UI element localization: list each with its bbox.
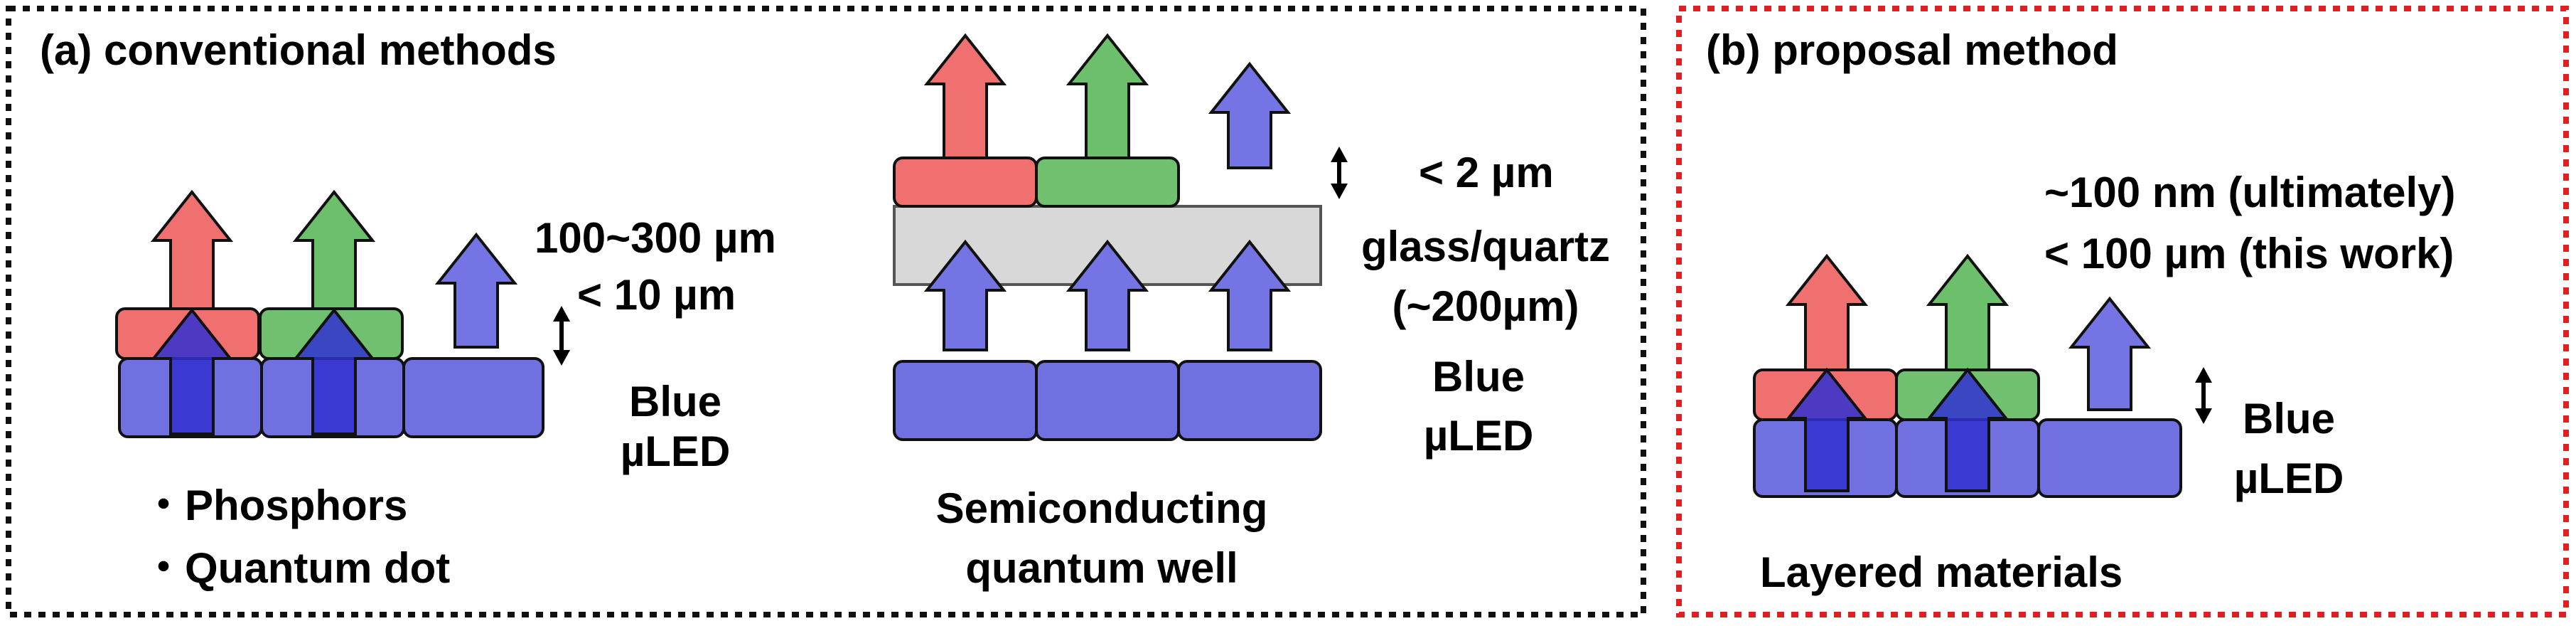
- qw-green-emission-arrow: [1066, 33, 1149, 159]
- glass-thickness-label: (~200µm): [1392, 282, 1579, 330]
- thickness-label-ultimate: ~100 nm (ultimately): [2044, 169, 2456, 216]
- b-blue-excitation-arrow-1: [1785, 367, 1869, 492]
- blue-label-qw: Blue: [1432, 353, 1525, 400]
- b-thickness-arrow-head-down: [2195, 408, 2212, 424]
- panel-b-title: (b) proposal method: [1706, 26, 2118, 74]
- qw-gap-label: < 2 µm: [1419, 149, 1554, 196]
- uled-label-a: µLED: [620, 428, 731, 475]
- thickness-label-bottom: < 10 µm: [577, 271, 736, 319]
- qw-green-layer: [1035, 156, 1180, 208]
- blue-label-b: Blue: [2242, 395, 2336, 442]
- qw-caption-1: Semiconducting: [935, 484, 1268, 532]
- qw-led-pixel-2: [1035, 360, 1180, 441]
- blue-label-a: Blue: [628, 378, 722, 425]
- panel-b-border: [1676, 6, 2569, 617]
- qw-excitation-arrow-1: [923, 239, 1007, 351]
- glass-label: glass/quartz: [1361, 223, 1611, 270]
- thickness-label-this-work: < 100 µm (this work): [2044, 230, 2454, 277]
- qw-excitation-arrow-3: [1208, 239, 1292, 351]
- a-green-emission-arrow: [292, 189, 376, 310]
- thickness-label-top: 100~300 µm: [535, 214, 776, 262]
- a-blue-excitation-arrow-2: [292, 307, 376, 435]
- b-blue-emission-arrow: [2068, 296, 2152, 411]
- qw-led-pixel-3: [1177, 360, 1322, 441]
- a-blue-emission-arrow: [434, 232, 518, 349]
- b-led-pixel-3: [2037, 418, 2182, 498]
- a-thickness-arrow-head-down: [553, 350, 570, 366]
- qw-caption-2: quantum well: [965, 544, 1238, 592]
- panel-a-border: [6, 6, 1646, 617]
- b-blue-excitation-arrow-2: [1926, 367, 2009, 492]
- qw-gap-arrow-head-up: [1331, 147, 1348, 162]
- qw-red-layer: [893, 156, 1038, 208]
- b-green-emission-arrow: [1926, 253, 2009, 371]
- panel-a-title: (a) conventional methods: [40, 26, 557, 74]
- qw-led-pixel-1: [893, 360, 1038, 441]
- uled-label-qw: µLED: [1423, 412, 1534, 460]
- qw-gap-arrow-head-down: [1331, 184, 1348, 199]
- layered-materials-caption: Layered materials: [1760, 548, 2123, 596]
- uled-label-b: µLED: [2233, 455, 2344, 502]
- a-thickness-arrow-head-up: [553, 306, 570, 322]
- qw-excitation-arrow-2: [1066, 239, 1149, 351]
- qw-red-emission-arrow: [923, 33, 1007, 159]
- list-item-quantum-dot: ・Quantum dot: [142, 544, 451, 592]
- qw-blue-emission-arrow: [1208, 61, 1292, 169]
- b-red-emission-arrow: [1785, 253, 1869, 371]
- a-blue-excitation-arrow-1: [150, 307, 234, 435]
- a-led-pixel-3: [402, 357, 544, 438]
- a-red-emission-arrow: [150, 189, 234, 310]
- b-thickness-arrow-head-up: [2195, 367, 2212, 383]
- list-item-phosphors: ・Phosphors: [142, 482, 408, 529]
